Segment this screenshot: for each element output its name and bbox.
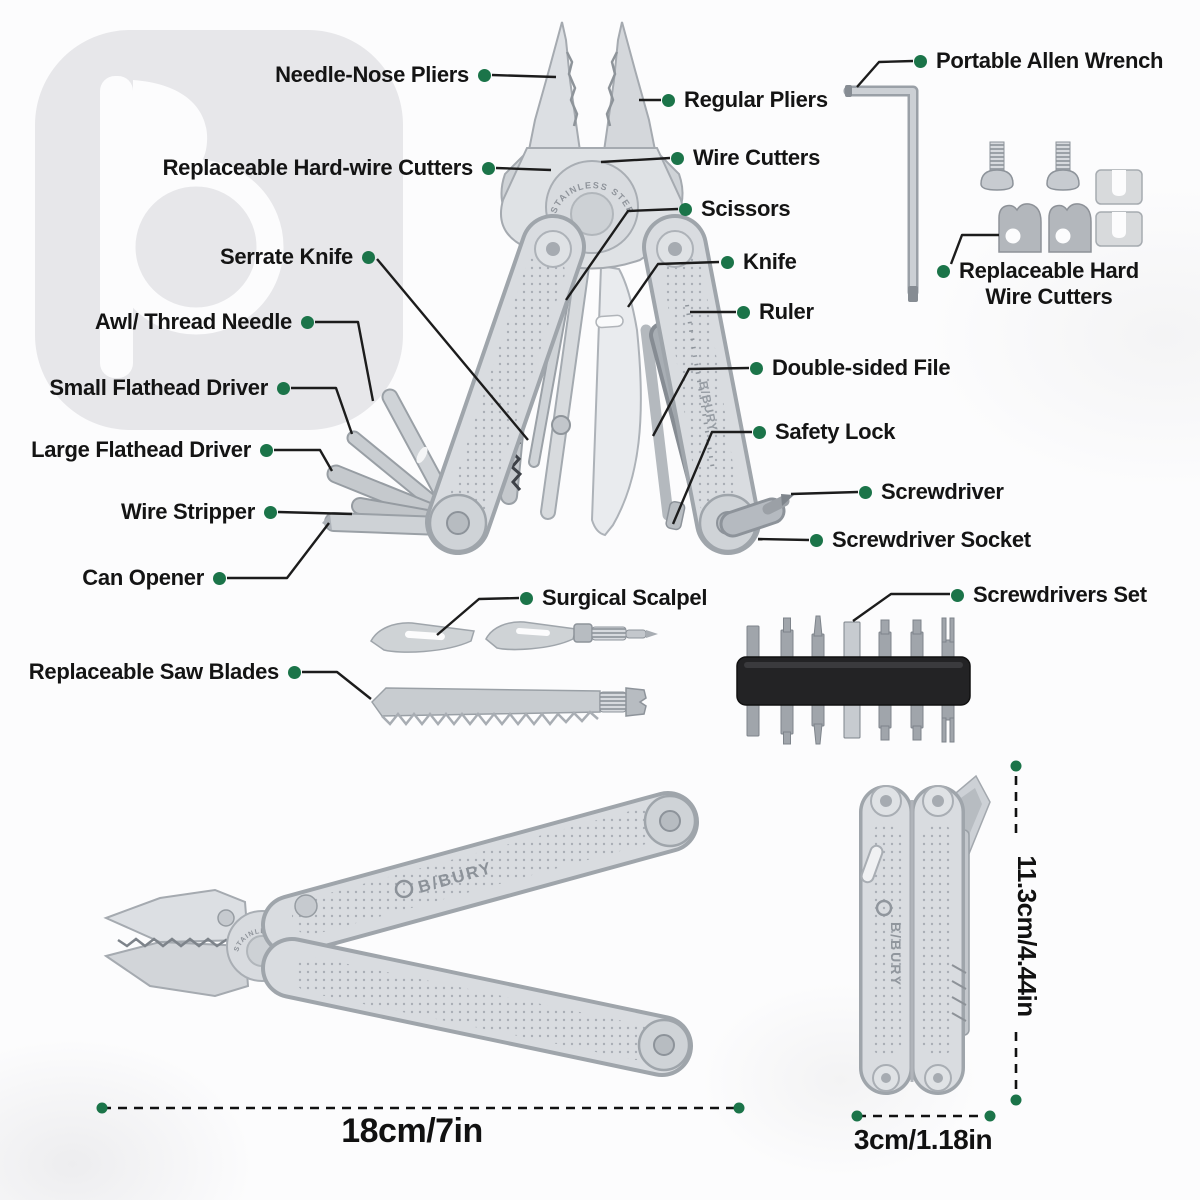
green-dot-icon [750,361,763,375]
spare-screw [1046,141,1080,191]
brand-text-folded: B/BURY [888,922,904,987]
scalpel-blades [370,621,658,653]
callout-scissors: Scissors [679,196,791,222]
callout-screwdriver: Screwdriver [859,479,1004,505]
screwdriver-socket-and-bit [719,494,794,538]
green-dot-icon [301,315,314,329]
green-dot-icon [753,425,766,439]
spare-cutter-kit [980,141,1143,253]
callout-portable-allen-wrench: Portable Allen Wrench [914,48,1164,74]
callout-knife: Knife [721,249,797,275]
green-dot-icon [937,265,950,278]
green-dot-icon [662,93,675,107]
callout-can-opener: Can Opener [82,565,226,591]
right-handle: B/BURY [642,214,761,555]
green-dot-icon [260,443,273,457]
spare-screw [980,141,1014,191]
dimension-length: 18cm/7in [341,1112,483,1150]
dimension-height: 11.3cm/4.44in [1012,855,1042,1017]
leader-lines [227,59,999,700]
needle-nose-pliers-jaws [526,21,658,187]
multitool-folded: B/BURY [859,774,991,1095]
callout-wire-cutters: Wire Cutters [671,145,820,171]
side-lower-jaw [103,940,250,998]
green-dot-icon [520,591,533,605]
callout-regular-pliers: Regular Pliers [662,87,828,113]
green-dot-icon [671,151,684,165]
saw [640,324,674,521]
green-dot-icon [213,571,226,585]
green-dot-icon [482,161,495,175]
allen-wrench [843,85,919,302]
green-dot-icon [951,588,964,602]
green-dot-icon [914,54,927,68]
callout-large-flathead-driver: Large Flathead Driver [31,437,273,463]
callout-surgical-scalpel: Surgical Scalpel [520,585,707,611]
spare-cutter-blade [998,203,1042,253]
can-opener [322,512,452,536]
green-dot-icon [737,305,750,319]
callout-awl-thread-needle: Awl/ Thread Needle [95,309,314,335]
screwdriver-bit-set [736,615,971,745]
green-dot-icon [478,68,491,82]
watermark-logo [35,30,403,430]
green-dot-icon [859,485,872,499]
callout-wire-stripper: Wire Stripper [121,499,277,525]
callout-replaceable-hard-wire-cutters: Replaceable Hard-wire Cutters [163,155,495,181]
side-lower-handle [261,937,693,1077]
knife [590,264,642,537]
dimension-width: 3cm/1.18in [853,1124,993,1155]
green-dot-icon [288,665,301,679]
callout-double-sided-file: Double-sided File [750,355,951,381]
callout-safety-lock: Safety Lock [753,419,896,445]
carabiner-slot [860,844,884,884]
callout-screwdrivers-set: Screwdrivers Set [951,582,1147,608]
callout-needle-nose-pliers: Needle-Nose Pliers [275,62,491,88]
callout-replaceable-hard-wire-cutters-kit: Replaceable Hard Wire Cutters [937,258,1139,310]
green-dot-icon [810,533,823,547]
spare-clip [1095,211,1143,247]
callout-screwdriver-socket: Screwdriver Socket [810,527,1031,553]
callout-ruler: Ruler [737,299,814,325]
callout-replaceable-saw-blades: Replaceable Saw Blades [29,659,301,685]
side-upper-handle: B/BURY [261,791,699,956]
bit-holder [736,656,971,706]
left-handle [425,214,586,555]
callout-serrate-knife: Serrate Knife [220,244,375,270]
green-dot-icon [721,255,734,269]
saw-blade [371,687,647,727]
dimension-lines [96,760,1022,1122]
green-dot-icon [264,505,277,519]
green-dot-icon [362,250,375,264]
spare-cutter-blade [1048,203,1092,253]
spare-clip [1095,169,1143,205]
green-dot-icon [277,381,290,395]
green-dot-icon [679,202,692,216]
callout-small-flathead-driver: Small Flathead Driver [49,375,290,401]
